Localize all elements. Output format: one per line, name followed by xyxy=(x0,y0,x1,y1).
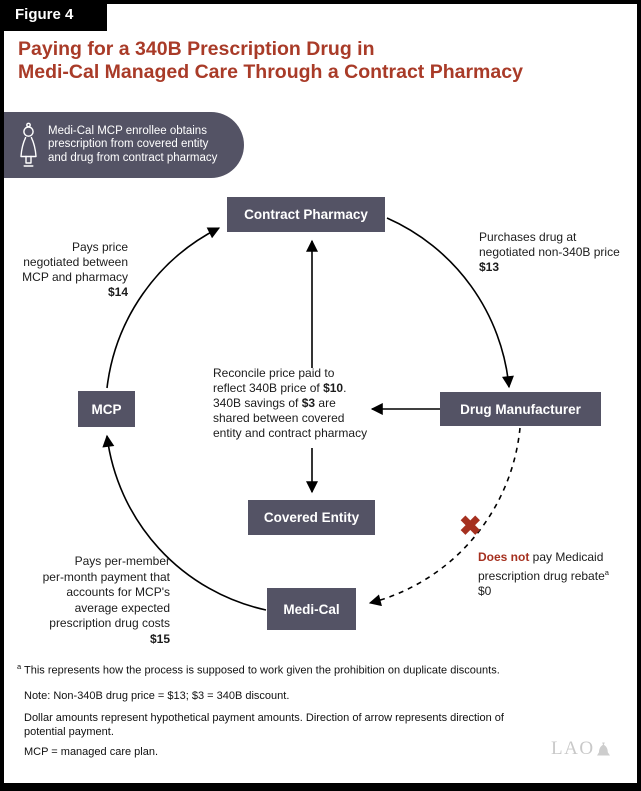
figure-label: Figure 4 xyxy=(0,0,107,31)
figure-title-line1: Paying for a 340B Prescription Drug in xyxy=(18,38,375,60)
node-contract-pharmacy: Contract Pharmacy xyxy=(227,197,385,232)
lao-logo-dome-icon xyxy=(596,742,610,755)
frame-border-left xyxy=(0,0,4,791)
footnote-amounts: Dollar amounts represent hypothetical pa… xyxy=(24,712,504,738)
node-mcp: MCP xyxy=(78,391,135,427)
node-drug-manufacturer: Drug Manufacturer xyxy=(440,392,601,426)
annotation-mcp-payment: Pays price negotiated between MCP and ph… xyxy=(22,240,128,299)
footnote-a-marker: a xyxy=(17,662,22,671)
enrollee-icon xyxy=(20,122,37,167)
arrow-medical-to-mcp xyxy=(102,434,267,611)
enrollee-callout-text: Medi-Cal MCP enrollee obtains prescripti… xyxy=(48,124,218,164)
node-medi-cal: Medi-Cal xyxy=(267,588,356,630)
amount-15: $15 xyxy=(149,631,170,646)
node-covered-entity: Covered Entity xyxy=(248,500,375,535)
lao-logo: LAO xyxy=(551,738,612,760)
annotation-reconcile: Reconcile price paid to reflect 340B pri… xyxy=(213,366,368,440)
arrow-pharmacy-to-manufacturer xyxy=(386,217,514,389)
frame-border-right xyxy=(637,0,641,791)
annotation-purchase: Purchases drug at negotiated non-340B pr… xyxy=(479,230,620,274)
enrollee-callout: Medi-Cal MCP enrollee obtains prescripti… xyxy=(4,112,244,178)
arrow-mcp-to-pharmacy xyxy=(106,227,221,389)
amount-0: $0 xyxy=(478,584,492,598)
footnote-mcp-definition: MCP = managed care plan. xyxy=(24,746,159,758)
figure-title-line2: Medi-Cal Managed Care Through a Contract… xyxy=(18,61,523,84)
amount-13: $13 xyxy=(479,260,500,274)
frame-border-bottom xyxy=(0,783,641,791)
amount-3: $3 xyxy=(301,396,316,410)
footnote-ref-a: a xyxy=(604,568,609,577)
footnote-a: a This represents how the process is sup… xyxy=(17,662,500,677)
annotation-capitation: Pays per-member per-month payment that a… xyxy=(42,554,170,646)
annotation-rebate: Does not pay Medicaid prescription drug … xyxy=(478,550,609,598)
lao-logo-text: LAO xyxy=(551,738,595,759)
amount-10: $10 xyxy=(323,381,344,395)
does-not-label: Does not xyxy=(478,550,530,564)
arrow-manufacturer-to-medical-dashed xyxy=(368,427,521,607)
frame-border-top xyxy=(0,0,641,4)
amount-14: $14 xyxy=(107,285,128,299)
no-payment-x-icon: ✖ xyxy=(459,511,482,541)
footnote-price: Note: Non-340B drug price = $13; $3 = 34… xyxy=(24,690,290,702)
